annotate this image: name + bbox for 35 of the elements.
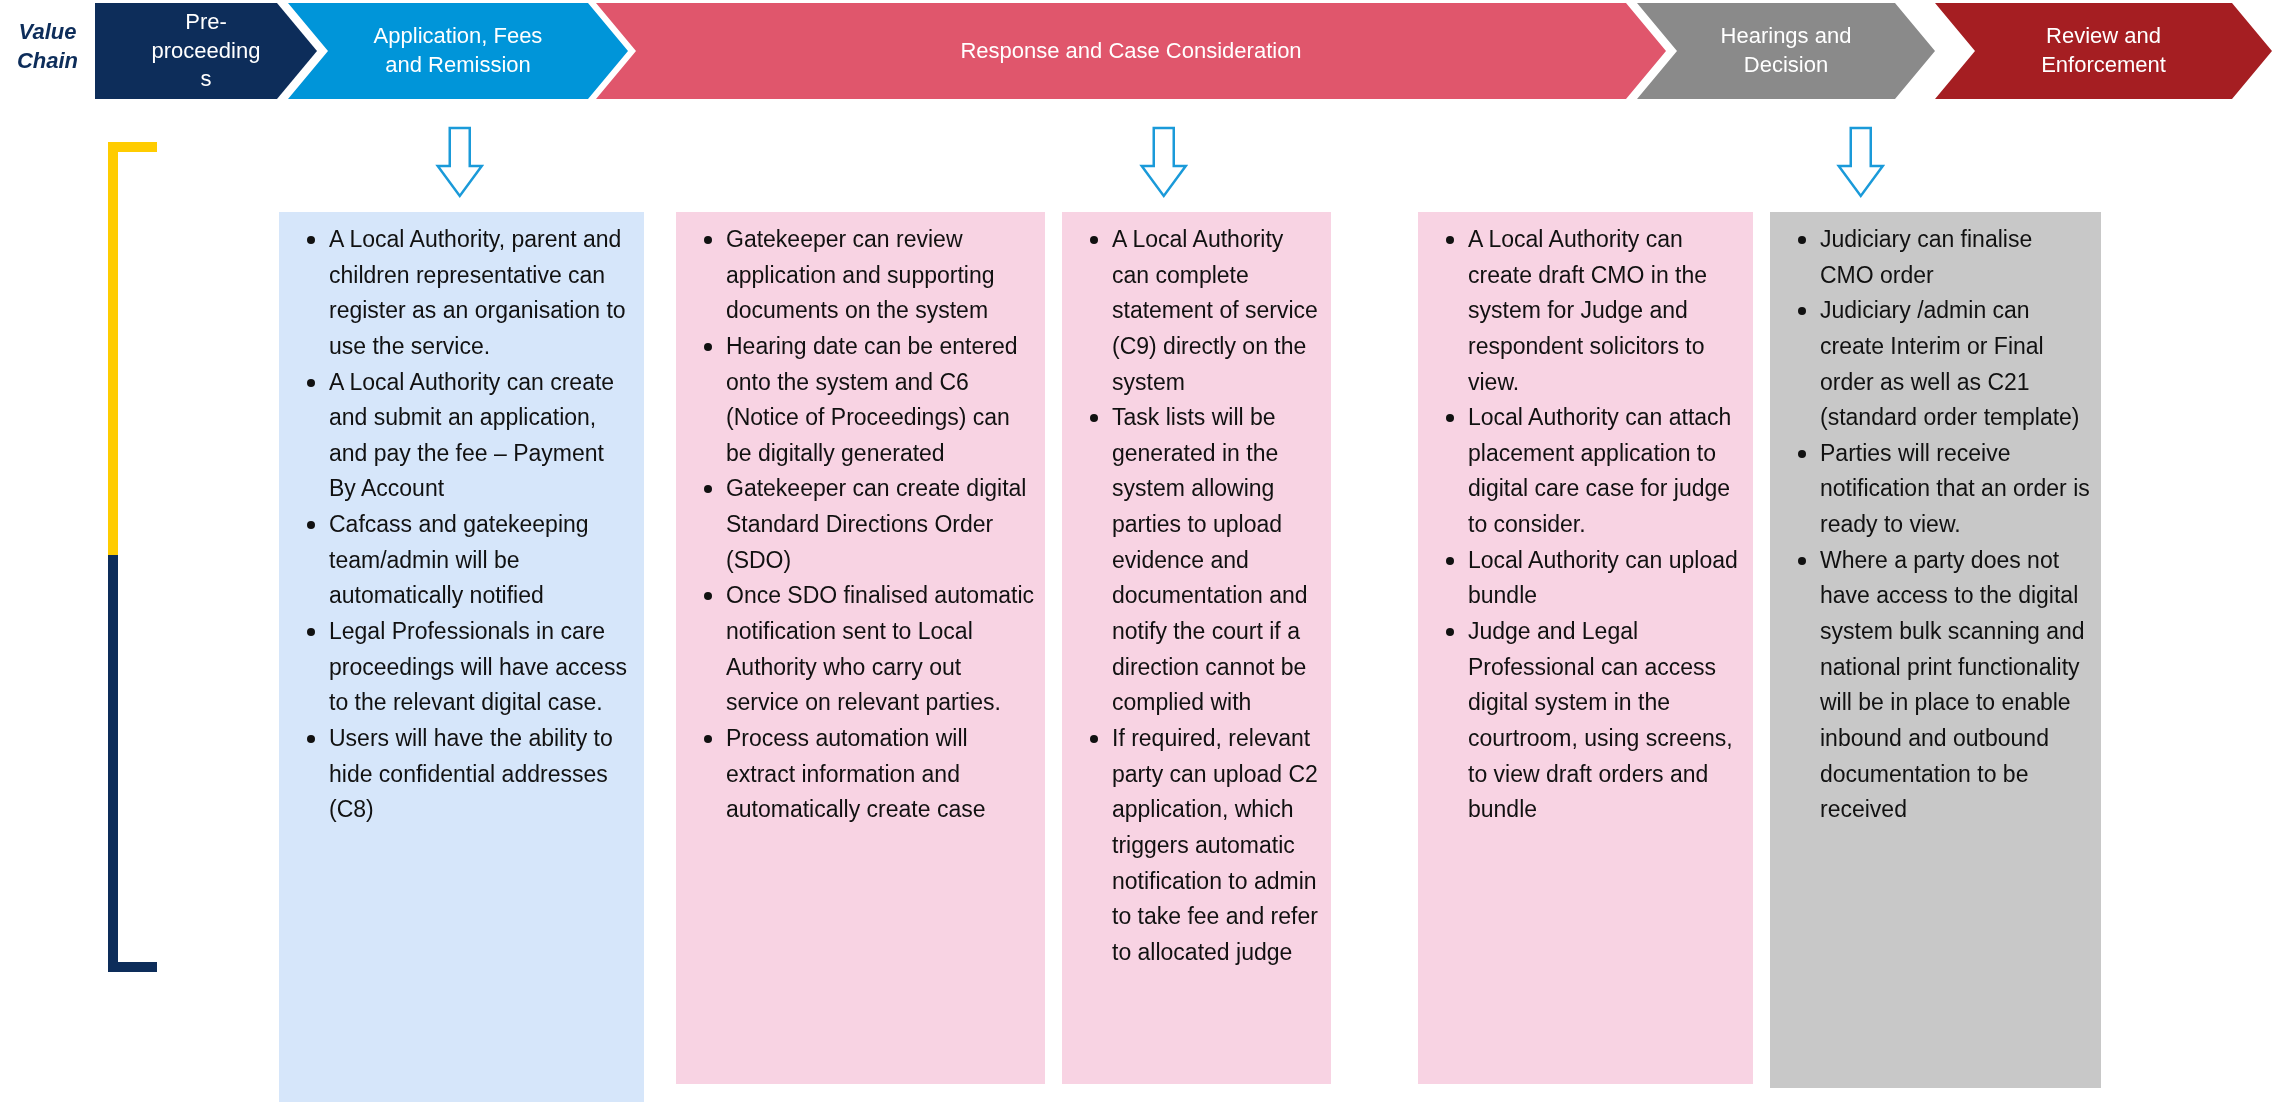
arrow — [435, 126, 485, 199]
arrow — [1139, 126, 1189, 199]
arrow — [1836, 126, 1886, 199]
bullet-item: If required, relevant party can upload C2 application, which triggers automatic notification to admin to take fee and refer to allocated judge — [1112, 723, 1319, 967]
bullet-item: Task lists will be generated in the system allowing parties to upload evidence and documentation and notify the court if a direction cannot be complied with — [1112, 403, 1309, 718]
bullet-item: Judge and Legal Professional can access digital system in the courtroom, using screens, to view draft orders and bundle — [1468, 617, 1734, 825]
bullet-item: A Local Authority can complete statement of service (C9) directly on the system — [1112, 225, 1319, 397]
stage-label: Application, Fees and Remission — [372, 22, 544, 79]
bullet-item: A Local Authority can create draft CMO in the system for Judge and respondent solicitors to view. — [1468, 225, 1709, 397]
bullet-item: Judiciary /admin can create Interim or Final order as well as C21 (standard order template) — [1820, 296, 2081, 433]
bullet-item: Parties will receive notification that an order is ready to view. — [1820, 438, 2091, 540]
bullet-item: Cafcass and gatekeeping team/admin will be automatically notified — [329, 510, 590, 611]
text-panel — [1418, 212, 1753, 1084]
stage-label: Response and Case Consideration — [960, 36, 1302, 65]
bullet-item: Once SDO finalised automatic notification sent to Local Authority who carry out service on relevant parties. — [726, 581, 1035, 718]
text-panel — [1062, 212, 1331, 1084]
bullet-item: Local Authority can attach placement application to digital care case for judge to consider. — [1468, 403, 1733, 540]
stage-label: Hearings and Decision — [1719, 22, 1853, 79]
bullet-item: Hearing date can be entered onto the system and C6 (Notice of Proceedings) can be digitally generated — [726, 331, 1019, 468]
bullet-item: Judiciary can finalise CMO order — [1820, 225, 2034, 290]
bullet-item: A Local Authority, parent and children representative can register as an organisation to use the service. — [329, 225, 627, 361]
bullet-item: Process automation will extract information and automatically create case — [726, 723, 987, 825]
bullet-item: Gatekeeper can create digital Standard Directions Order (SDO) — [726, 474, 1028, 575]
bullet-item: Gatekeeper can review application and supporting documents on the system — [726, 225, 996, 326]
stage-label: Review and Enforcement — [2040, 22, 2167, 79]
text-panel — [676, 212, 1045, 1084]
bullet-item: Users will have the ability to hide confidential addresses (C8) — [329, 723, 614, 825]
bullet-item: A Local Authority can create and submit an application, and pay the fee – Payment By Account — [329, 367, 616, 504]
row-label: Value Chain — [15, 18, 80, 75]
text-panel — [1770, 212, 2101, 1088]
bullet-item: Where a party does not have access to the digital system bulk scanning and national print functionality will be in place to enable inbound and outbound documentation to be received — [1820, 545, 2086, 825]
bullet-item: Legal Professionals in care proceedings will have access to the relevant digital case. — [329, 617, 628, 718]
bullet-item: Local Authority can upload bundle — [1468, 545, 1739, 611]
stage-label: Pre- proceeding s — [151, 8, 261, 94]
text-panel — [279, 212, 644, 1102]
